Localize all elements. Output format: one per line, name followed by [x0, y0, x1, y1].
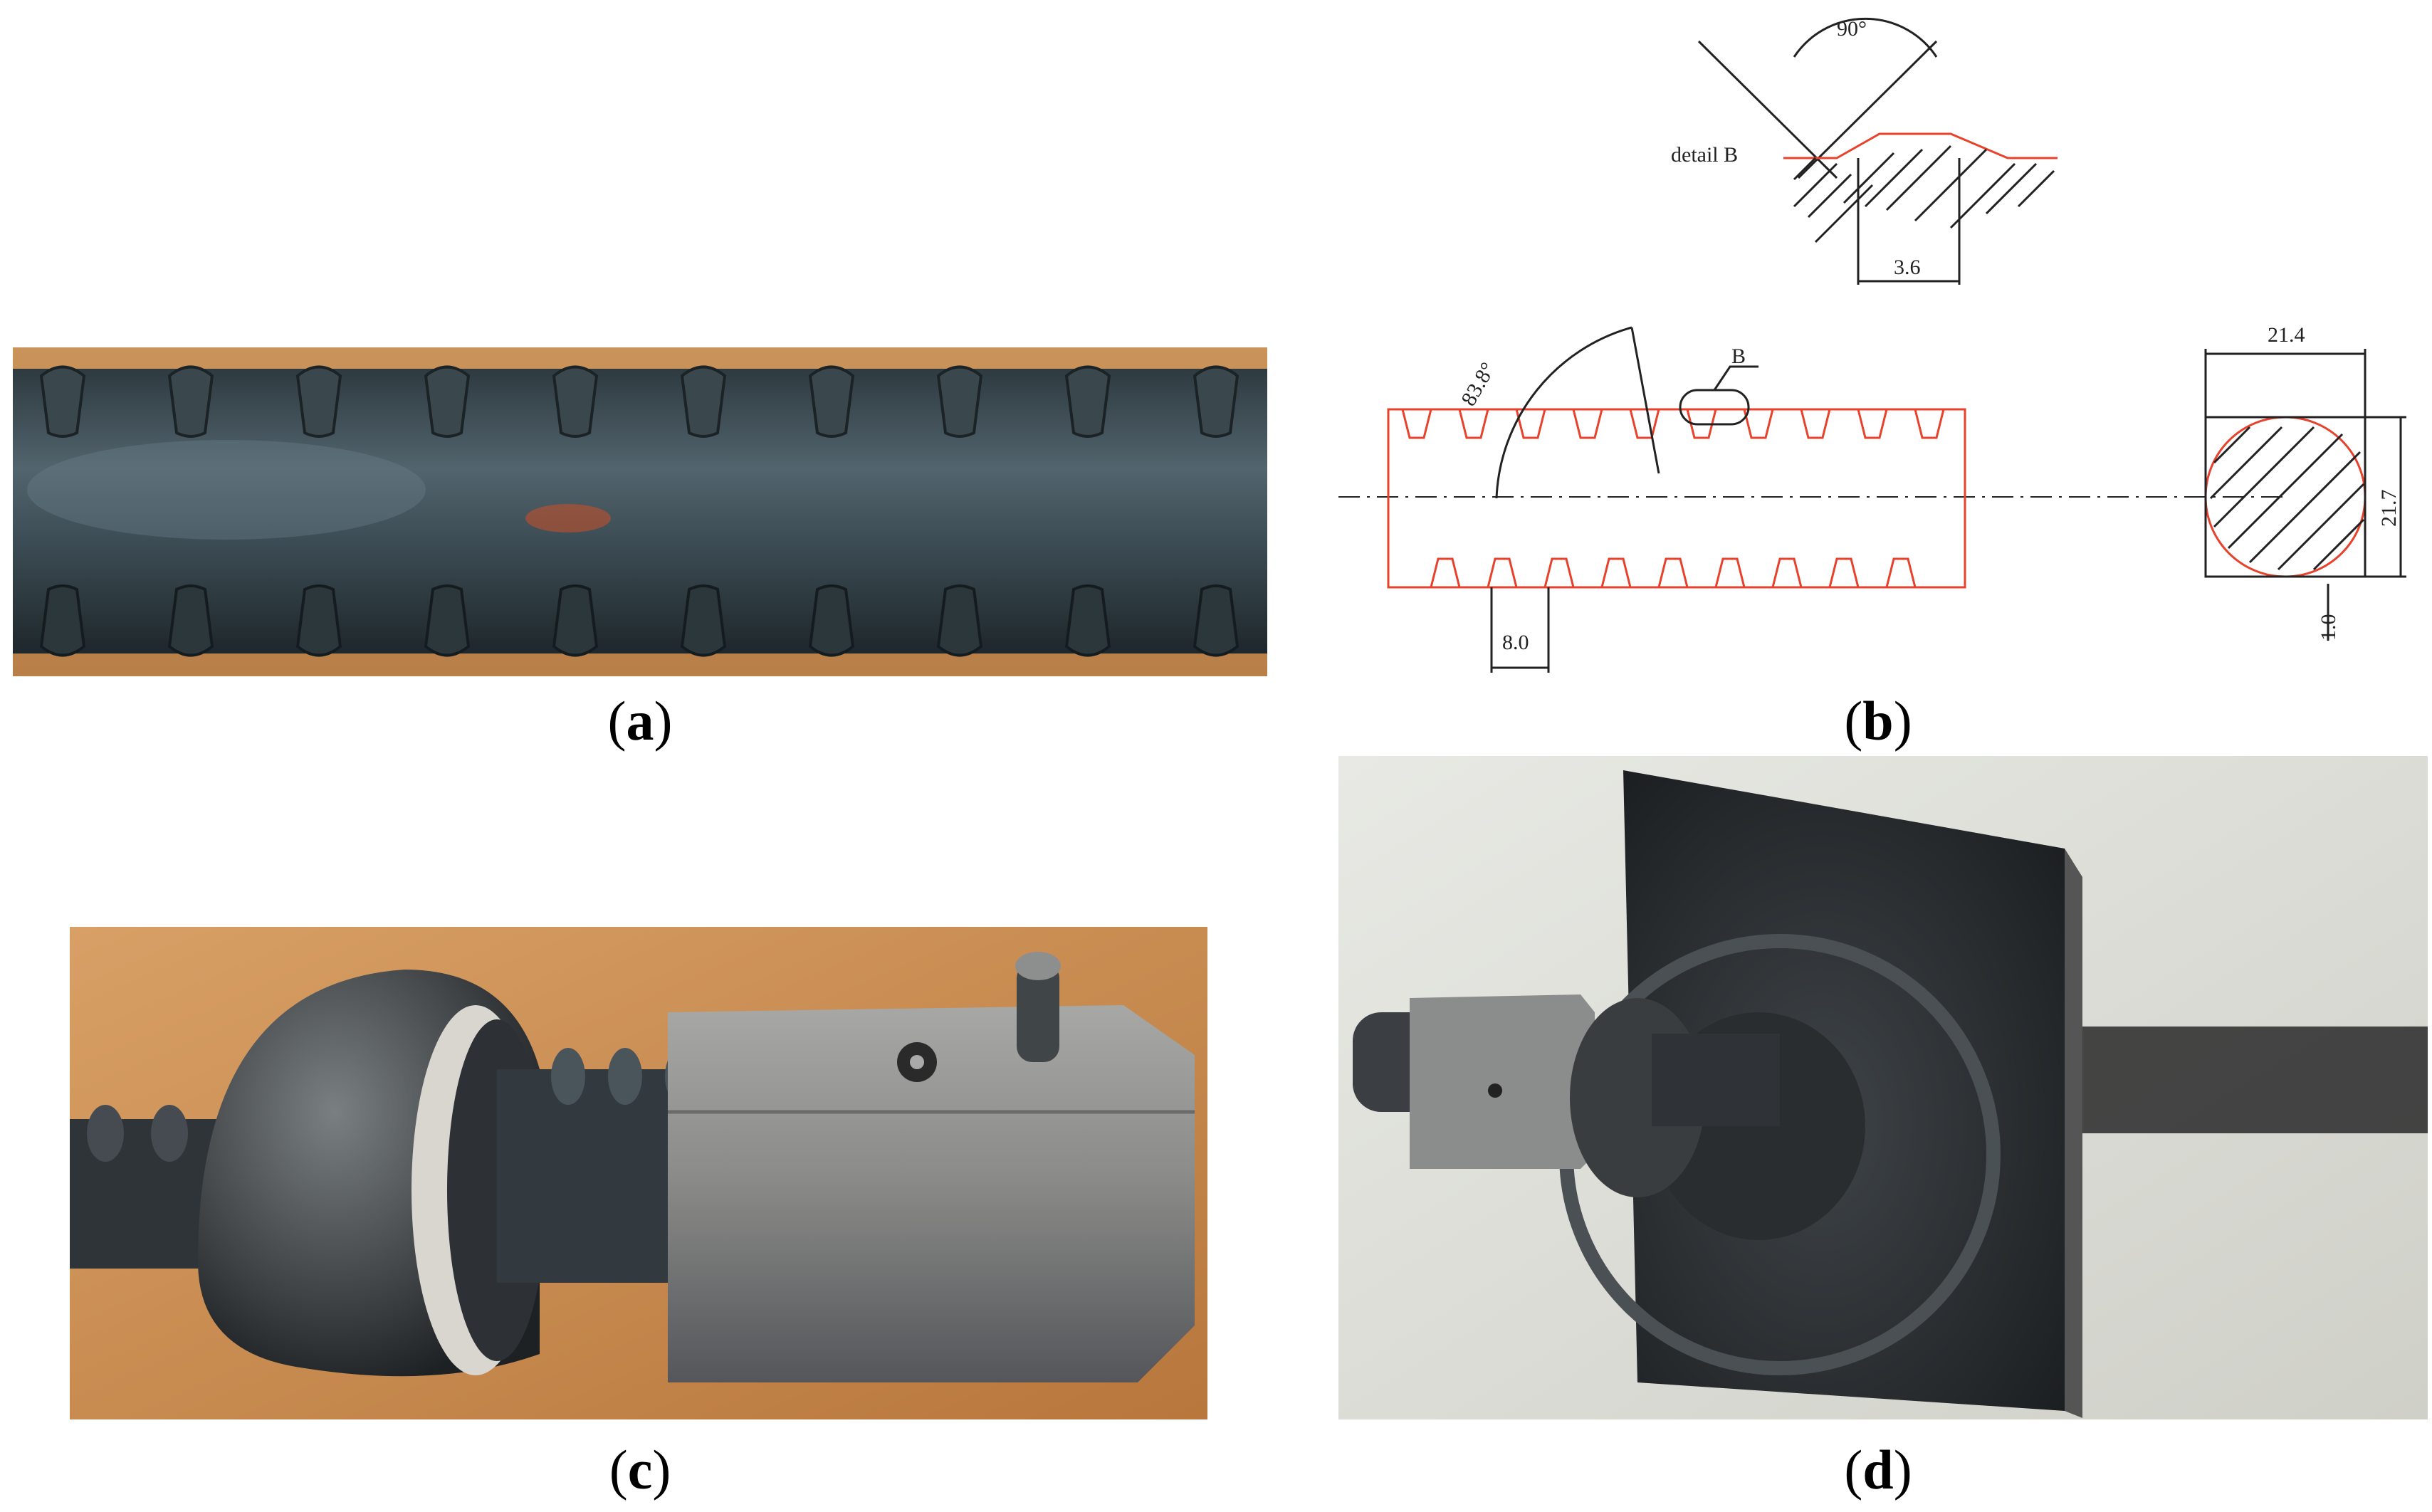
caption-a: (a): [607, 690, 673, 752]
caption-d: (d): [1844, 1439, 1912, 1501]
detail-width-label: 3.6: [1894, 256, 1921, 279]
caption-a-letter: a: [626, 690, 654, 752]
angle-top-label: 90°: [1837, 17, 1867, 41]
section-height-label: 21.7: [2377, 490, 2401, 527]
caption-c: (c): [609, 1439, 671, 1501]
drawing-svg: detail B 90° 3.6: [1338, 17, 2406, 673]
panel-b-thread-drawing: detail B 90° 3.6: [1324, 0, 2432, 683]
coupler-photo-image: [70, 927, 1207, 1419]
panel-c-coupler-photo: [70, 927, 1207, 1419]
flat-depth-label: 1.0: [2317, 614, 2340, 641]
detail-b-group: detail B 90° 3.6: [1671, 17, 2058, 285]
panel-d-assembly-photo: [1338, 756, 2428, 1419]
assembly-photo-image: [1338, 756, 2428, 1419]
rebar-photo-image: [13, 347, 1267, 676]
helix-angle-label: 83.8°: [1457, 358, 1500, 409]
section-width-label: 21.4: [2268, 323, 2305, 347]
bar-side-view: B 83.8° 8.0: [1338, 326, 2285, 673]
caption-d-letter: d: [1862, 1439, 1894, 1501]
caption-b: (b): [1844, 690, 1912, 752]
pitch-label: 8.0: [1502, 631, 1529, 654]
panel-a-rebar-photo: [13, 347, 1267, 676]
detail-b-label: detail B: [1671, 143, 1738, 167]
callout-label: B: [1731, 345, 1746, 368]
bar-cross-section: 21.4 21.7 1.0: [2204, 323, 2406, 641]
caption-b-letter: b: [1862, 690, 1894, 752]
caption-c-letter: c: [627, 1439, 653, 1501]
